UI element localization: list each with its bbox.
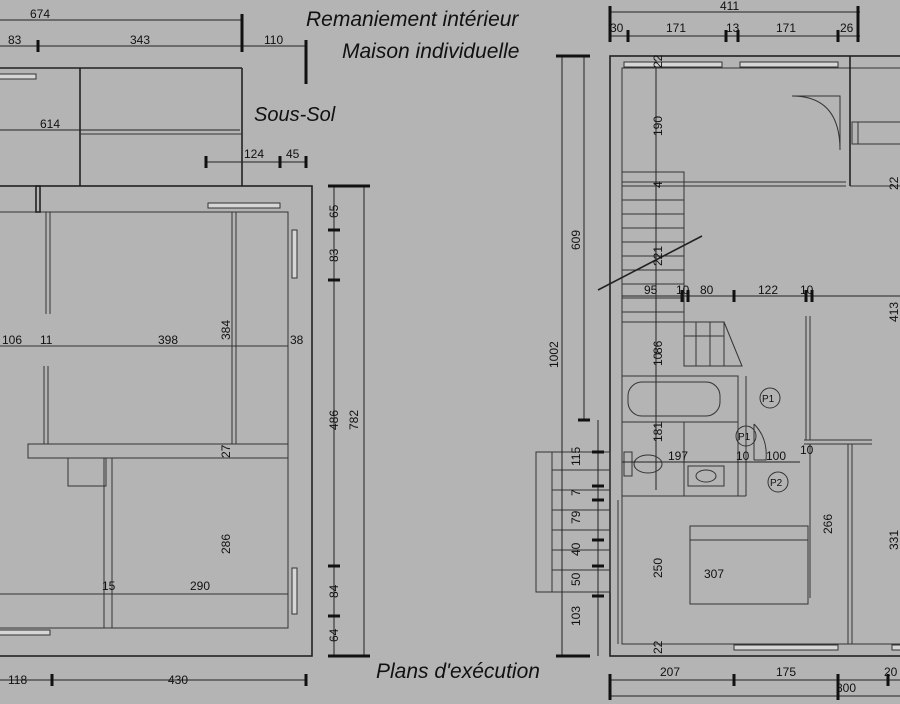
room-tag: P2 [770,478,783,489]
dim-label: 106 [2,333,22,347]
dim-label: 22 [887,176,900,190]
dim-label: 614 [40,117,60,131]
dim-label: 11 [40,333,53,347]
dim-label: 398 [158,333,178,347]
room-tags: P1 P1 P2 [735,387,789,493]
dim-label: 110 [264,33,283,47]
dim-label: 83 [327,248,341,262]
dim-label: 124 [244,147,264,161]
dim-label: 10 [676,283,690,297]
dim-label: 1002 [547,341,561,368]
right-plan-dimension-labels: 411 30 171 13 171 26 609 1002 115 7 79 4… [547,0,900,695]
dim-label: 22 [651,54,665,68]
dim-label: 40 [569,542,583,556]
dim-label: 95 [644,283,658,297]
dim-label: 331 [887,530,900,550]
drawing-subtitle: Maison individuelle [338,40,524,64]
dim-label: 115 [569,447,583,466]
dim-label: 7 [569,489,583,496]
dim-label: 171 [776,21,796,35]
dim-label: 79 [569,510,583,524]
dim-label: 26 [840,21,854,35]
dim-label: 65 [327,204,341,218]
dim-label: 250 [651,558,665,578]
room-tag: P1 [762,394,775,405]
dim-label: 103 [569,606,583,626]
dim-label: 175 [776,665,796,679]
dim-label: 413 [887,302,900,322]
dim-label: 64 [327,628,341,642]
dim-label: 100 [766,449,786,463]
dim-label: 80 [700,283,714,297]
right-plan-walls [535,55,900,657]
dim-label: 286 [219,534,233,554]
dim-label: 15 [102,579,116,593]
right-plan-dimension-lines [556,6,900,700]
dim-label: 20 [884,665,898,679]
dim-label: 122 [758,283,778,297]
dim-label: 266 [821,514,835,534]
dim-label: 171 [666,21,686,35]
left-plan-dimension-labels: 674 83 343 110 614 124 45 65 83 486 782 … [2,7,361,687]
dim-label: 181 [651,422,665,442]
footer-caption: Plans d'exécution [372,660,544,684]
dim-label: 609 [569,230,583,250]
dim-label: 83 [8,33,22,47]
dim-label: 411 [720,0,739,13]
dim-label: 190 [651,116,665,136]
dim-label: 38 [290,333,304,347]
dim-label: 4 [651,181,665,188]
level-label: Sous-Sol [250,104,340,127]
dim-label: 197 [668,449,688,463]
left-plan-dimension-lines [0,14,370,686]
dim-label: 10 [800,283,814,297]
drawing-title: Remaniement intérieur [302,8,523,32]
room-tag: P1 [738,432,751,443]
dim-label: 118 [8,673,27,687]
dim-label: 207 [660,665,680,679]
dim-label: 45 [286,147,300,161]
dim-label: 486 [327,410,341,430]
dim-label: 30 [610,21,624,35]
left-plan-walls [0,67,313,657]
dim-label: 782 [347,410,361,430]
dim-label: 221 [651,246,665,266]
dim-label: 674 [30,7,50,21]
dim-label: 13 [726,21,740,35]
dim-label: 384 [219,320,233,340]
dim-label: 10 [651,352,665,366]
dim-label: 307 [704,567,724,581]
dim-label: 800 [836,681,856,695]
dim-label: 50 [569,572,583,586]
dim-label: 343 [130,33,150,47]
dim-label: 10 [800,443,814,457]
dim-label: 10 [736,449,750,463]
dim-label: 86 [651,340,665,354]
right-plan-windows [623,61,900,651]
left-plan-windows [0,73,298,636]
dim-label: 27 [219,444,233,458]
dim-label: 84 [327,584,341,598]
dim-label: 22 [651,640,665,654]
dim-label: 290 [190,579,210,593]
dim-label: 430 [168,673,188,687]
